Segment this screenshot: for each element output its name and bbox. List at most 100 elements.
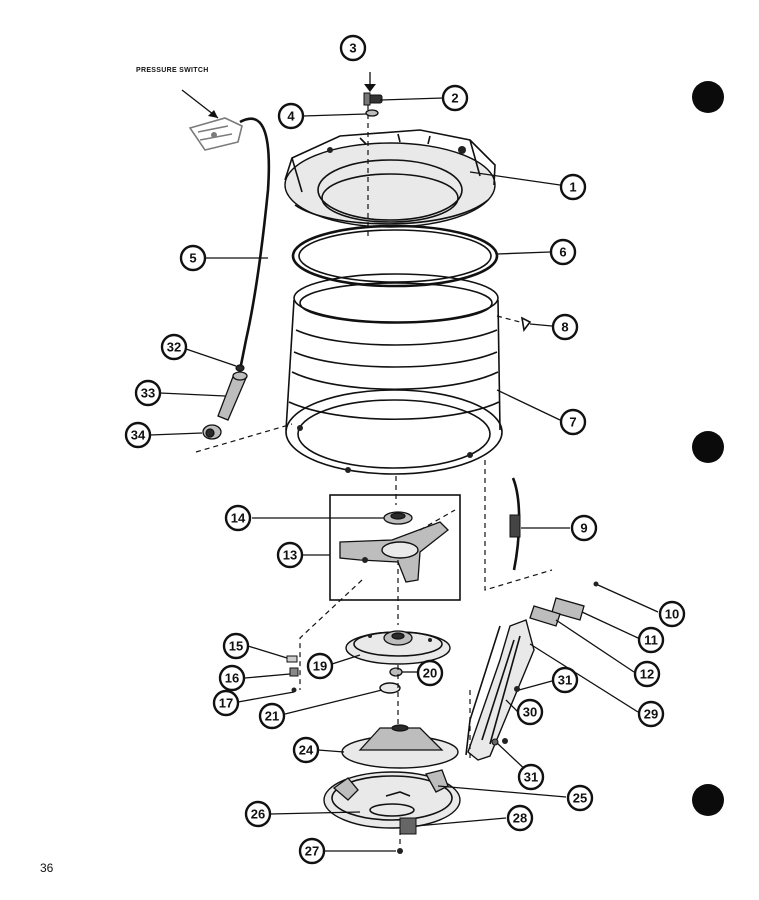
- spider-bearing: [383, 511, 413, 525]
- callout-20: 20: [416, 659, 444, 687]
- leader-lines: [149, 97, 659, 852]
- callout-17: 17: [212, 689, 240, 717]
- tub-screw: [496, 315, 532, 332]
- svg-text:30: 30: [523, 705, 537, 720]
- callout-31-upper: 31: [551, 666, 579, 694]
- svg-text:32: 32: [167, 340, 181, 355]
- svg-text:4: 4: [287, 109, 295, 124]
- svg-text:33: 33: [141, 386, 155, 401]
- svg-text:1: 1: [569, 180, 576, 195]
- spider-box: [329, 494, 461, 601]
- svg-text:15: 15: [229, 639, 243, 654]
- callout-24: 24: [292, 736, 320, 764]
- callout-12: 12: [633, 660, 661, 688]
- leg-pivot: [491, 738, 499, 746]
- svg-text:16: 16: [225, 671, 239, 686]
- callout-9: 9: [570, 514, 598, 542]
- callout-25: 25: [566, 784, 594, 812]
- svg-text:5: 5: [189, 251, 196, 266]
- binder-hole-top: [692, 81, 724, 113]
- ring-washer: [365, 109, 379, 117]
- svg-text:24: 24: [299, 743, 314, 758]
- svg-text:14: 14: [231, 511, 246, 526]
- ring-bolt: [363, 92, 383, 106]
- nozzle-dashline: [195, 423, 293, 453]
- svg-text:6: 6: [559, 245, 566, 260]
- base-plate: [323, 769, 461, 835]
- leg-screw-lower: [502, 738, 508, 744]
- callout-32: 32: [160, 333, 188, 361]
- callout-5: 5: [179, 244, 207, 272]
- callout-8: 8: [551, 313, 579, 341]
- svg-text:20: 20: [423, 666, 437, 681]
- svg-text:12: 12: [640, 667, 654, 682]
- callout-19: 19: [306, 652, 334, 680]
- air-trap: [217, 371, 248, 421]
- callout-16: 16: [218, 664, 246, 692]
- svg-text:25: 25: [573, 791, 587, 806]
- svg-text:29: 29: [644, 707, 658, 722]
- svg-text:27: 27: [305, 844, 319, 859]
- callout-31-lower: 31: [517, 763, 545, 791]
- pressure-switch-arrowhead: [208, 110, 218, 118]
- callout-7: 7: [559, 408, 587, 436]
- svg-text:3: 3: [349, 41, 356, 56]
- bolt-arrowhead: [364, 84, 376, 92]
- binder-hole-middle: [692, 431, 724, 463]
- drive-pulley: [345, 630, 451, 665]
- hose: [238, 117, 271, 371]
- callout-3: 3: [339, 34, 367, 62]
- svg-text:31: 31: [558, 673, 572, 688]
- callout-33: 33: [134, 379, 162, 407]
- page-number: 36: [40, 861, 54, 875]
- leg-screw-upper: [514, 686, 520, 692]
- outer-tub: [285, 273, 503, 475]
- bearing-housing: [341, 724, 459, 769]
- callout-34: 34: [124, 421, 152, 449]
- callout-1: 1: [559, 173, 587, 201]
- svg-text:21: 21: [265, 709, 279, 724]
- callout-13: 13: [276, 541, 304, 569]
- svg-text:28: 28: [513, 811, 527, 826]
- pressure-switch-label: PRESSURE SWITCH: [136, 67, 209, 74]
- callout-26: 26: [244, 800, 272, 828]
- svg-text:2: 2: [451, 91, 458, 106]
- left-dashline: [299, 579, 363, 690]
- pulley-nut: [389, 667, 403, 677]
- tub-gasket: [291, 224, 499, 288]
- support-leg: [465, 619, 535, 761]
- callout-15: 15: [222, 632, 250, 660]
- svg-text:19: 19: [313, 659, 327, 674]
- callout-14: 14: [224, 504, 252, 532]
- svg-text:9: 9: [580, 521, 587, 536]
- svg-text:26: 26: [251, 807, 265, 822]
- base-screw: [397, 848, 403, 854]
- svg-text:31: 31: [524, 770, 538, 785]
- callout-11: 11: [637, 626, 665, 654]
- svg-text:7: 7: [569, 415, 576, 430]
- tub-strap: [509, 477, 521, 571]
- pressure-switch: [188, 117, 243, 151]
- nozzle: [202, 424, 222, 440]
- clip-set: [286, 655, 299, 693]
- callout-27: 27: [298, 837, 326, 865]
- svg-text:11: 11: [644, 633, 658, 648]
- callout-2: 2: [441, 84, 469, 112]
- svg-text:13: 13: [283, 548, 297, 563]
- svg-text:8: 8: [561, 320, 568, 335]
- hose-clamp: [235, 364, 245, 372]
- callout-21: 21: [258, 702, 286, 730]
- svg-text:17: 17: [219, 696, 233, 711]
- tub-spider: [339, 509, 456, 583]
- tub-ring: [284, 129, 496, 228]
- svg-text:10: 10: [665, 607, 679, 622]
- binder-hole-bottom: [692, 784, 724, 816]
- strap-dashline: [484, 460, 553, 591]
- callout-6: 6: [549, 238, 577, 266]
- pulley-washer: [379, 682, 401, 694]
- callout-30: 30: [516, 698, 544, 726]
- callout-29: 29: [637, 700, 665, 728]
- svg-text:34: 34: [131, 428, 146, 443]
- callout-4: 4: [277, 102, 305, 130]
